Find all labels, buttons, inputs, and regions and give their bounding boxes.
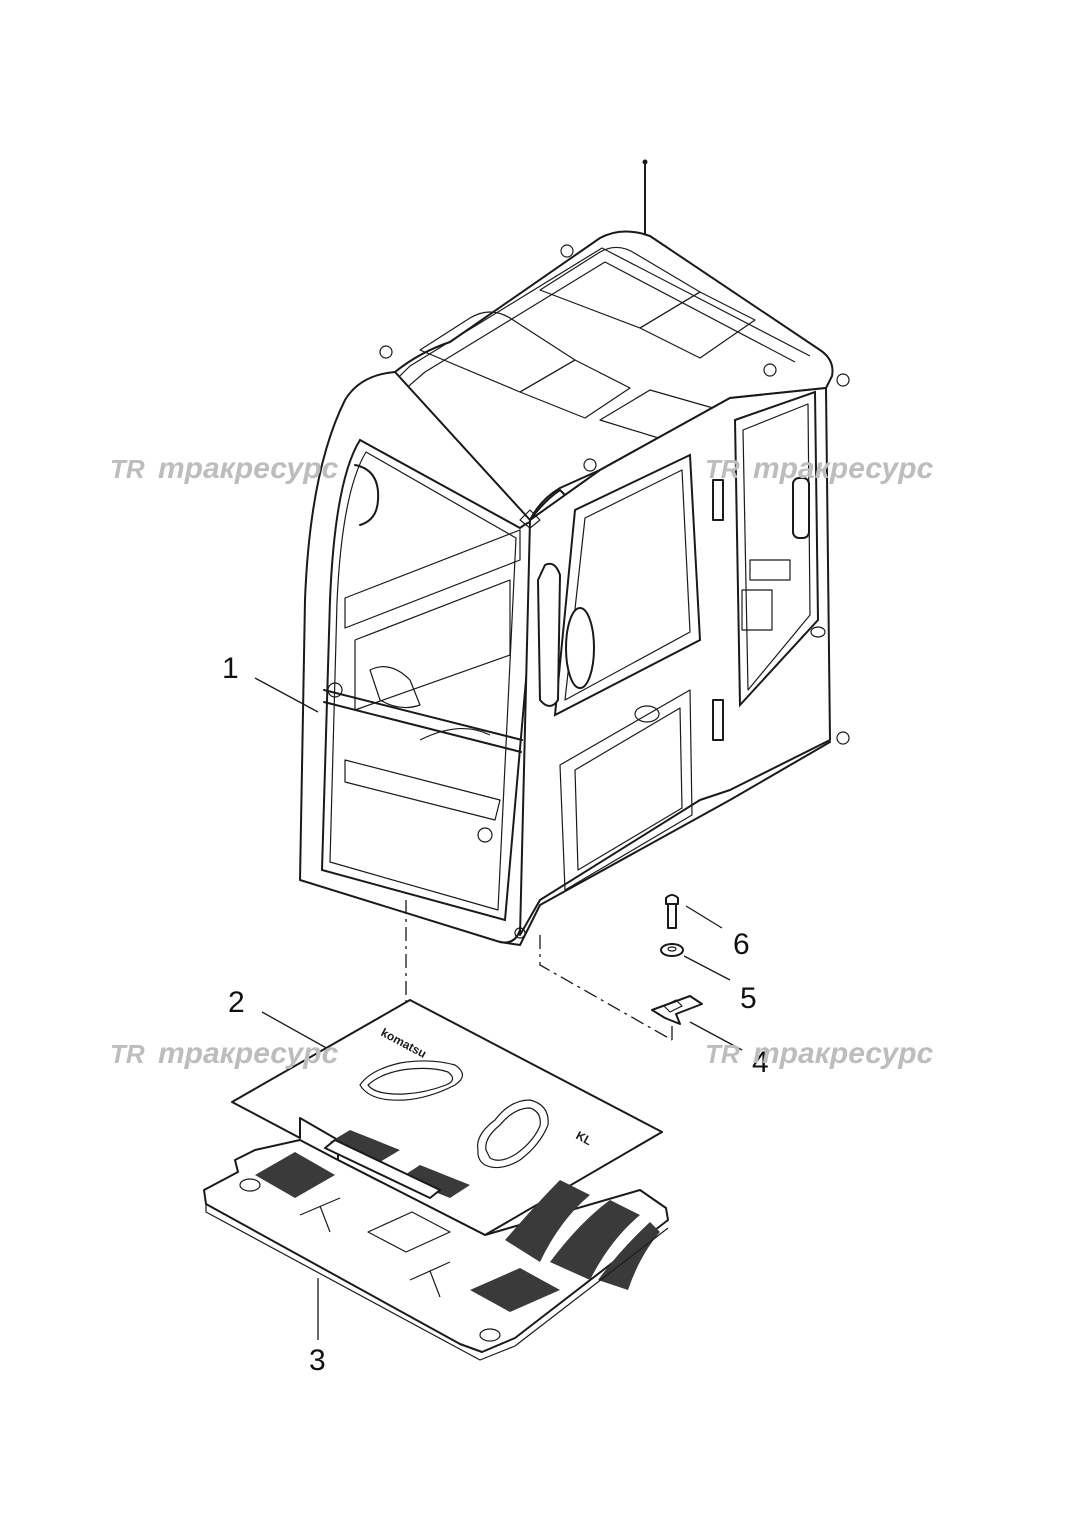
callout-6: 6	[733, 928, 750, 961]
callout-5: 5	[740, 982, 757, 1015]
watermark-logo: TR	[110, 1039, 145, 1069]
callout-2: 2	[228, 986, 245, 1019]
washer-5	[660, 943, 684, 957]
watermark-text: тракресурс	[753, 1037, 934, 1070]
floor-plate-3	[203, 1130, 669, 1361]
bracket-4	[651, 995, 703, 1025]
watermark-mid-left: TR тракресурс	[110, 1037, 339, 1070]
operator-cab	[299, 159, 850, 946]
callout-1: 1	[222, 652, 239, 685]
watermark-top-right: TR тракресурс	[705, 452, 934, 485]
watermark-text: тракресурс	[753, 452, 934, 485]
callout-4: 4	[752, 1046, 769, 1079]
watermark-top-left: TR тракресурс	[110, 452, 339, 485]
watermark-logo: TR	[705, 454, 740, 484]
watermark-mid-right: TR тракресурс	[705, 1037, 934, 1070]
callout-labels: 1 2 3 4 5 6	[222, 652, 769, 1377]
watermark-text: тракресурс	[158, 1037, 339, 1070]
svg-text:KL: KL	[574, 1128, 595, 1148]
watermark-text: тракресурс	[158, 452, 339, 485]
leader-lines	[254, 677, 743, 1340]
watermark-logo: TR	[705, 1039, 740, 1069]
watermark-logo: TR	[110, 454, 145, 484]
callout-3: 3	[309, 1344, 326, 1377]
bolt-6	[665, 894, 679, 929]
